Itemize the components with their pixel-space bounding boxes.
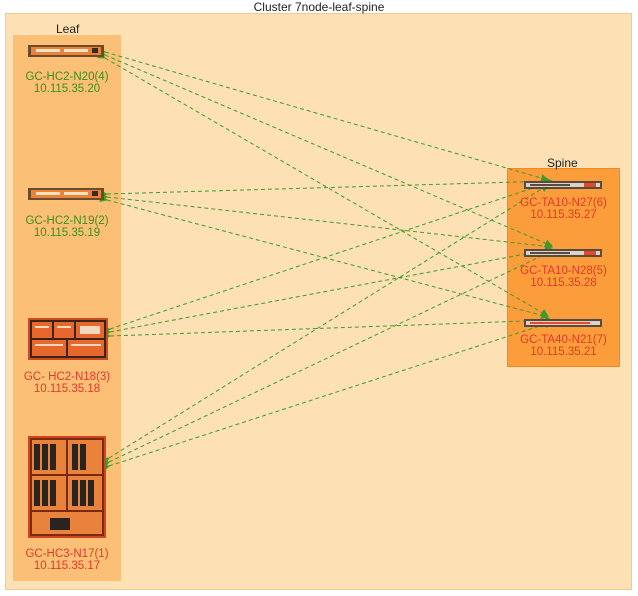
- leaf-node-n17-icon[interactable]: [28, 436, 106, 543]
- leaf-node-n20-name: GC-HC2-N20(4): [25, 71, 109, 83]
- spine-node-n28-icon[interactable]: [524, 244, 602, 262]
- leaf-node-n20-ip: 10.115.35.20: [33, 83, 101, 95]
- spine-group-title: Spine: [547, 156, 578, 170]
- leaf-node-n18-ip: 10.115.35.18: [33, 383, 101, 395]
- leaf-node-n19-name: GC-HC2-N19(2): [25, 215, 109, 227]
- leaf-node-n18-name: GC- HC2-N18(3): [23, 371, 111, 383]
- spine-node-n27-icon[interactable]: [524, 176, 602, 194]
- spine-node-n28-name: GC-TA10-N28(5): [520, 265, 607, 277]
- leaf-node-n20-icon[interactable]: [28, 44, 104, 63]
- leaf-node-n19-ip: 10.115.35.19: [33, 227, 101, 239]
- spine-node-n21-icon[interactable]: [524, 314, 602, 332]
- spine-node-n21-name: GC-TA40-N21(7): [520, 334, 607, 346]
- spine-node-n21-ip: 10.115.35.21: [530, 346, 597, 358]
- leaf-node-n17-name: GC-HC3-N17(1): [25, 548, 109, 560]
- leaf-group-title: Leaf: [56, 22, 80, 36]
- spine-node-n27-name: GC-TA10-N27(6): [520, 197, 607, 209]
- spine-node-n27-ip: 10.115.35.27: [530, 209, 597, 221]
- leaf-node-n19-icon[interactable]: [28, 187, 104, 206]
- spine-node-n28-ip: 10.115.35.28: [530, 277, 597, 289]
- leaf-node-n17-ip: 10.115.35.17: [33, 560, 101, 572]
- cluster-title: Cluster 7node-leaf-spine: [253, 0, 385, 14]
- leaf-node-n18-icon[interactable]: [28, 318, 108, 365]
